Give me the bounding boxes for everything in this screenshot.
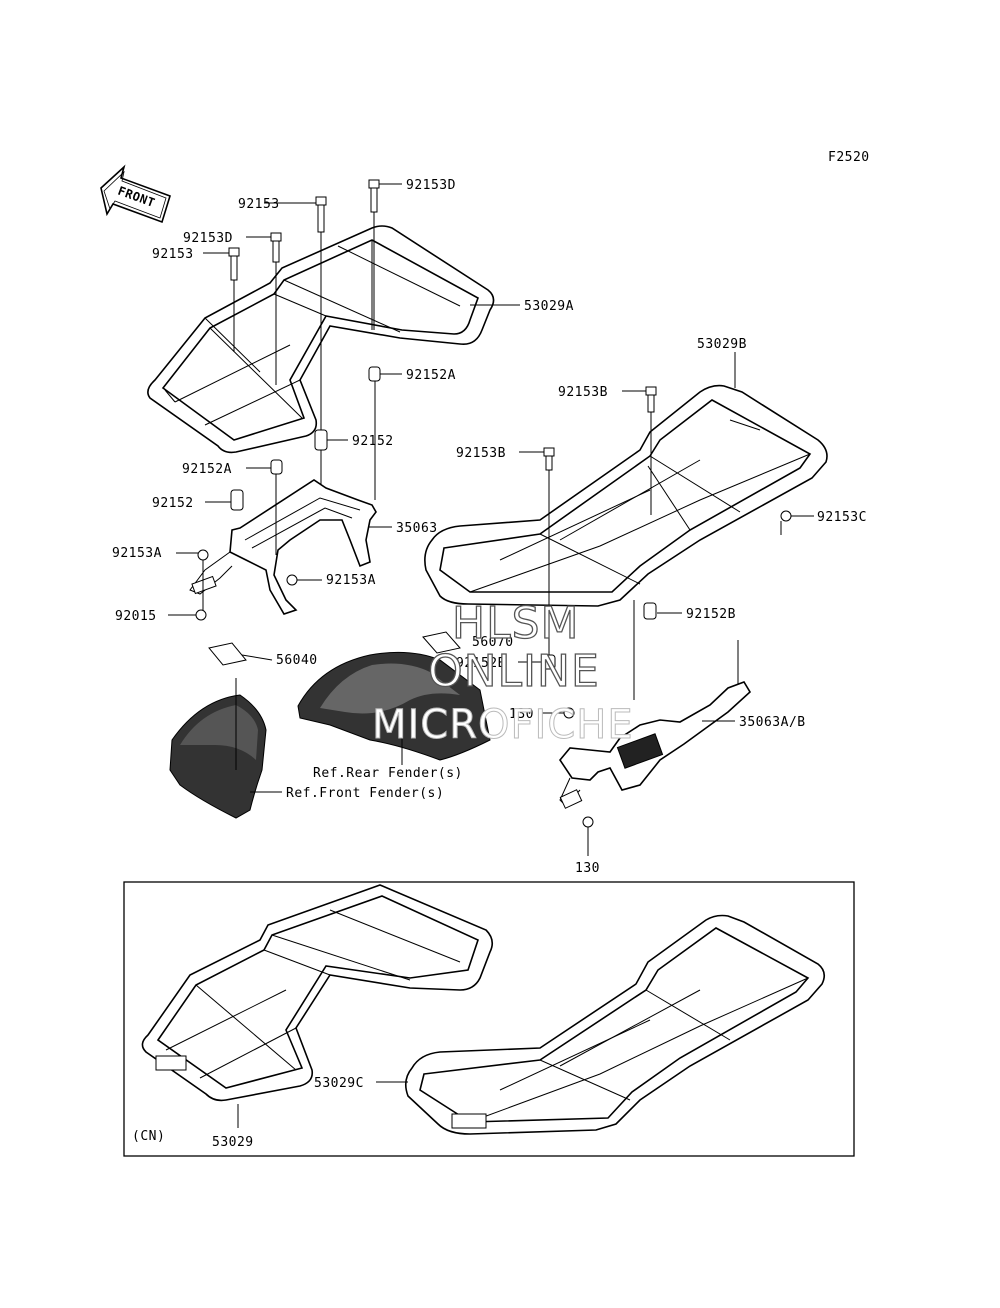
figure-code: F2520: [828, 150, 870, 165]
callout-35063AB: 35063A/B: [739, 715, 806, 730]
callout-92153-top: 92153: [238, 197, 280, 212]
watermark: HLSM ONLINE MICROFICHE: [372, 597, 634, 748]
bracket-35063: [189, 479, 392, 615]
callout-53029C: 53029C: [314, 1076, 364, 1091]
callout-92152B-right: 92152B: [686, 607, 736, 622]
callout-53029B: 53029B: [697, 337, 747, 352]
front-fender-ref: [169, 678, 282, 819]
callout-92153-left: 92153: [152, 247, 194, 262]
collar-92152B-left: [518, 654, 556, 670]
bolt-130-top: [541, 707, 575, 719]
bolt-130-bottom: [582, 816, 594, 856]
callout-92015: 92015: [115, 609, 157, 624]
callout-92153A-left: 92153A: [112, 546, 162, 561]
callout-130-bottom: 130: [575, 861, 600, 876]
bolt-92153C: [780, 510, 814, 535]
callout-92152A-right: 92152A: [406, 368, 456, 383]
bracket-35063AB: [559, 640, 752, 809]
bolt-92153A-left: [176, 549, 209, 612]
bolt-92153B-top: [622, 386, 657, 515]
callout-ref-rear-fender: Ref.Rear Fender(s): [313, 766, 463, 781]
cn-variant-box: [123, 881, 855, 1157]
callout-92153C: 92153C: [817, 510, 867, 525]
rear-fender-ref: [297, 651, 491, 765]
callout-92152B-left: 92152B: [456, 656, 506, 671]
callout-130-top: 130: [509, 707, 534, 722]
cn-note: (CN): [132, 1129, 165, 1144]
callout-92152-mid: 92152: [352, 434, 394, 449]
callout-56070: 56070: [472, 635, 514, 650]
callout-ref-front-fender: Ref.Front Fender(s): [286, 786, 444, 801]
front-arrow-icon: FRONT: [100, 164, 171, 224]
callout-92152A-left: 92152A: [182, 462, 232, 477]
collar-92152B-right: [633, 600, 682, 700]
watermark-line2: ONLINE: [428, 646, 600, 697]
watermark-line3: MICROFICHE: [372, 702, 634, 748]
watermark-line1: HLSM: [452, 598, 580, 649]
bolt-92153-left: [203, 247, 240, 352]
collar-92152-left: [205, 489, 244, 511]
collar-92152A-right: [368, 366, 402, 500]
callout-56040: 56040: [276, 653, 318, 668]
rear-carrier-53029B: [424, 384, 828, 607]
nut-92015: [168, 609, 207, 621]
collar-92152A-left: [246, 459, 283, 555]
callout-53029: 53029: [212, 1135, 254, 1150]
bolt-92153A-right: [286, 574, 322, 586]
callout-92153D-top: 92153D: [406, 178, 456, 193]
front-carrier-53029A: [147, 225, 495, 454]
front-carrier-53029-cn: [141, 884, 494, 1128]
pad-56070: [422, 631, 461, 654]
bolt-92153D-left: [246, 232, 282, 385]
callout-92153D-left: 92153D: [183, 231, 233, 246]
pad-56040: [208, 642, 273, 666]
callout-92153A-right: 92153A: [326, 573, 376, 588]
collar-92152-mid: [314, 429, 348, 485]
callout-35063: 35063: [396, 521, 438, 536]
bolt-92153-top: [264, 196, 327, 438]
rear-carrier-53029C-cn: [376, 914, 826, 1135]
callout-92153B-left: 92153B: [456, 446, 506, 461]
callout-92153B-top: 92153B: [558, 385, 608, 400]
bolt-92153D-top: [368, 179, 402, 330]
callout-92152-left: 92152: [152, 496, 194, 511]
callout-53029A: 53029A: [524, 299, 574, 314]
bolt-92153B-left: [519, 447, 555, 660]
